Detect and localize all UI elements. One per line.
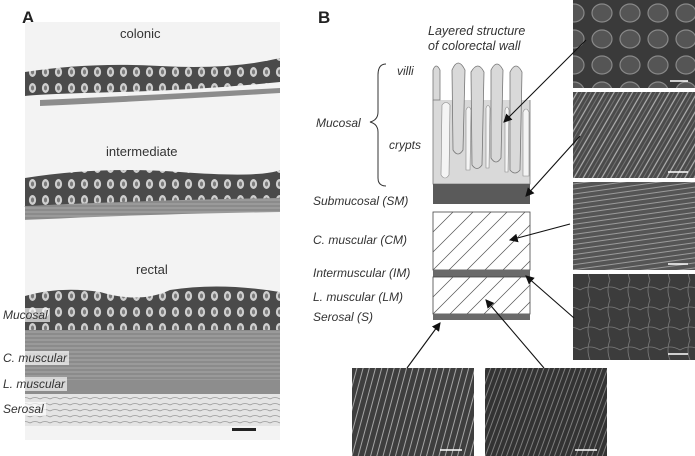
pointer-arrows [406,39,587,369]
tissue-label-l-muscular: L. muscular [1,377,68,391]
tissue-label-serosal: Serosal [1,402,46,416]
tissue-label-c-muscular: C. muscular [1,351,70,365]
layer-diagram [432,62,531,320]
colonic-tissue-strip [25,58,280,106]
label-crypts: crypts [389,138,422,152]
label-villi: villi [397,64,414,78]
label-submucosal: Submucosal (SM) [313,194,409,208]
section-label-colonic: colonic [120,26,161,41]
tissue-label-mucosal: Mucosal [1,308,50,322]
diagram-title-line1: Layered structure [428,24,526,38]
mucosal-brace [369,63,387,187]
intermediate-tissue-strip [24,170,281,220]
panel-b-letter: B [318,8,331,27]
label-l-muscular: L. muscular (LM) [313,290,404,304]
section-label-rectal: rectal [136,262,168,277]
label-mucosal: Mucosal [316,116,361,130]
label-intermuscular: Intermuscular (IM) [313,266,411,280]
section-label-intermediate: intermediate [106,144,178,159]
rectal-tissue-block [25,286,280,426]
scale-bar-a [232,428,256,431]
micrograph-thumbnails [352,0,695,456]
label-c-muscular: C. muscular (CM) [313,233,408,247]
diagram-title-line2: of colorectal wall [428,39,521,53]
label-serosal: Serosal (S) [313,310,374,324]
